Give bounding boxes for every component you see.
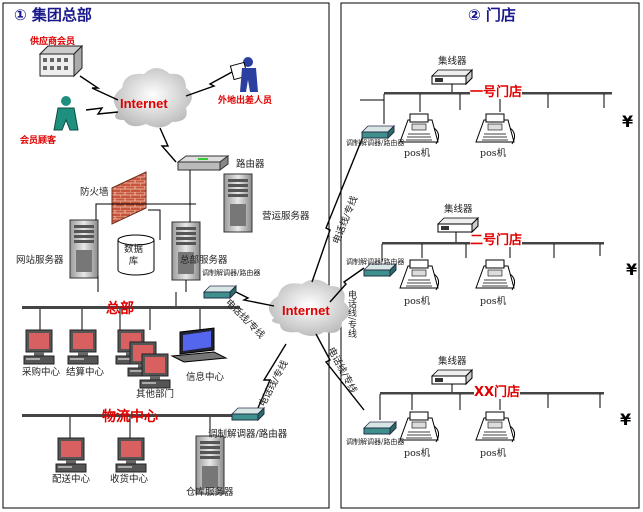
store-2-modem-label: 调制解调器/路由器 (346, 258, 405, 266)
hq-bus-line (22, 292, 240, 330)
store-1-pos-1-label: pos机 (404, 148, 431, 159)
receive-label: 收货中心 (110, 474, 149, 485)
internet-label-middle: Internet (282, 303, 330, 318)
settle-label: 结算中心 (66, 367, 105, 378)
member-customer-icon (53, 96, 79, 131)
store-1-currency-icon: ¥ (622, 112, 634, 131)
store-panel-title: ② 门店 (468, 6, 516, 24)
store-3-currency-icon: ¥ (620, 410, 632, 429)
logistics-modem-icon (231, 407, 265, 421)
ops-server-label: 营运服务器 (262, 211, 310, 222)
ops-server-icon (223, 173, 253, 233)
warehouse-server-icon (195, 435, 225, 495)
store-2-line-label: 电话线/专线 (346, 290, 356, 339)
settle-pc-icon (67, 329, 99, 365)
store-1-name: 一号门店 (470, 85, 523, 100)
router-label: 路由器 (236, 159, 265, 170)
hq-panel-title: ① 集团总部 (14, 6, 92, 24)
remote-worker-label: 外地出差人员 (218, 96, 273, 106)
internet-cloud-top (113, 68, 192, 128)
router-icon (176, 155, 230, 171)
store-1-modem-label: 调制解调器/路由器 (346, 139, 405, 147)
logistics-bus-line (22, 412, 245, 438)
store-2-name: 二号门店 (470, 233, 523, 248)
store-1-pos-2-label: pos机 (480, 148, 507, 159)
internet-cloud-middle (268, 279, 350, 336)
store-3-pos-1-label: pos机 (404, 448, 431, 459)
store-1-network (360, 69, 612, 145)
web-server-label: 网站服务器 (16, 255, 64, 266)
dispatch-label: 配送中心 (52, 474, 91, 485)
supplier-building-icon (38, 44, 84, 78)
hq-server-icon (171, 221, 201, 281)
remote-worker-icon (229, 57, 258, 92)
supplier-label: 供应商会员 (30, 37, 76, 47)
store-3-pos-2-label: pos机 (480, 448, 507, 459)
laptop-icon (170, 327, 228, 363)
warehouse-server-label: 仓库服务器 (186, 487, 234, 498)
other-pc-icon-3 (139, 353, 171, 389)
web-server-icon (69, 219, 99, 279)
database-icon (117, 234, 155, 276)
firewall-label: 防火墙 (80, 187, 109, 198)
hq-server-label: 总部服务器 (180, 255, 228, 266)
purchase-label: 采购中心 (22, 367, 61, 378)
purchase-pc-icon (23, 329, 55, 365)
store-2-pos-1-label: pos机 (404, 296, 431, 307)
internet-label-top: Internet (120, 96, 168, 111)
info-center-label: 信息中心 (186, 372, 225, 383)
logistics-label: 物流中心 (102, 409, 158, 425)
store-2-network (363, 217, 604, 291)
store-2-hub-label: 集线器 (444, 204, 473, 215)
logistics-modem-label: 调制解调器/路由器 (208, 429, 288, 440)
other-dept-label: 其他部门 (136, 389, 175, 400)
receive-pc-icon (115, 437, 147, 473)
hq-bus-label: 总部 (106, 301, 134, 317)
store-2-currency-icon: ¥ (626, 260, 638, 279)
store-3-name: XX门店 (474, 385, 521, 400)
store-3-hub-label: 集线器 (438, 356, 467, 367)
member-label: 会员顾客 (20, 136, 57, 146)
hq-modem-icon (203, 285, 237, 299)
store-3-network (363, 369, 604, 443)
store-2-pos-2-label: pos机 (480, 296, 507, 307)
dispatch-pc-icon (55, 437, 87, 473)
store-3-modem-label: 调制解调器/路由器 (346, 438, 405, 446)
database-label: 数据 库 (124, 244, 144, 268)
store-1-hub-label: 集线器 (438, 56, 467, 67)
firewall-icon (111, 171, 147, 225)
hq-modem-label: 调制解调器/路由器 (202, 269, 261, 277)
